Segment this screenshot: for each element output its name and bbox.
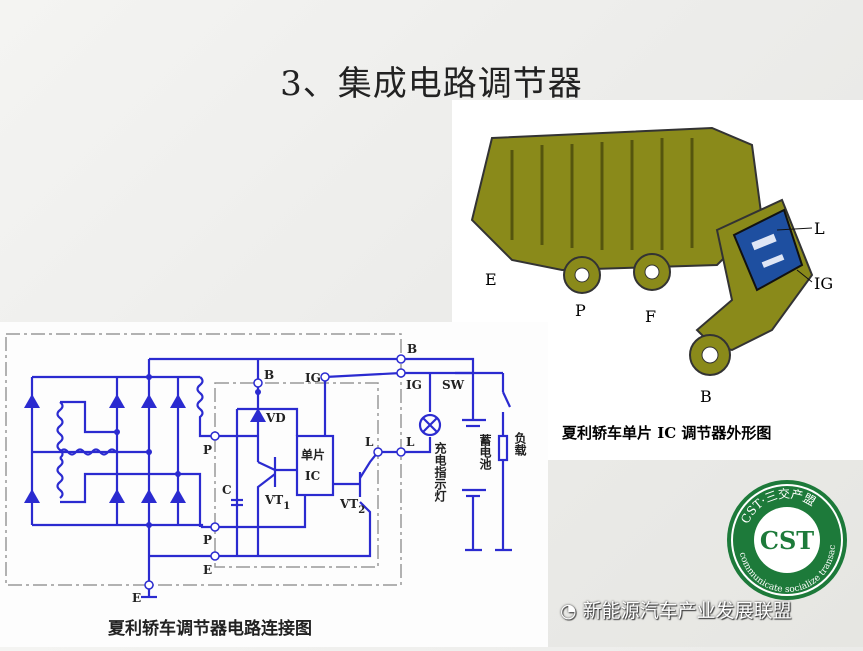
label-b-out: B [407,342,417,356]
label-L: L [814,219,825,238]
label-p1: P [203,443,212,457]
regulator-illustration: E P F B L IG 夏利轿车单片 IC 调节器外形图 [470,126,833,442]
label-IG: IG [814,274,833,293]
label-vd: VD [265,411,286,425]
label-vt2: VT2 [339,497,365,516]
label-b-in: B [264,368,274,382]
label-B: B [700,387,712,406]
watermark: ◔新能源汽车产业发展联盟 [560,596,792,623]
wechat-icon: ◔ [560,600,577,622]
label-l-in: L [365,435,374,449]
ic-label-2: IC [305,469,320,483]
logo-mark: CST [760,526,814,555]
label-sw: SW [442,378,465,392]
label-vt1: VT1 [264,493,290,512]
label-P: P [575,301,586,320]
label-l-out: L [406,435,415,449]
schematic-caption: 夏利轿车调节器电路连接图 [108,618,312,639]
label-ig-in: IG [305,371,321,385]
label-p2: P [203,533,212,547]
label-battery: 蓄电池 [478,433,492,471]
label-e2: E [132,591,141,605]
ic-label-1: 单片 [301,447,325,462]
regulator-circuit-schematic: B B IG IG SW VD P P E E C VT1 VT2 单片 IC … [5,333,527,639]
label-lamp: 充电指示灯 [433,441,447,503]
slide-title: 3、集成电路调节器 [280,64,583,104]
label-c: C [222,483,232,497]
label-F: F [645,307,656,326]
schematic-panel: B B IG IG SW VD P P E E C VT1 VT2 单片 IC … [0,322,548,647]
label-ig-out: IG [406,378,422,392]
photo-caption: 夏利轿车单片 IC 调节器外形图 [561,424,771,442]
cst-logo: CST·三交产盟 communicate socialize transact … [723,471,850,603]
label-E: E [485,270,497,289]
watermark-text: 新能源汽车产业发展联盟 [582,600,792,622]
label-e1: E [203,563,212,577]
label-load: 负载 [513,431,527,457]
